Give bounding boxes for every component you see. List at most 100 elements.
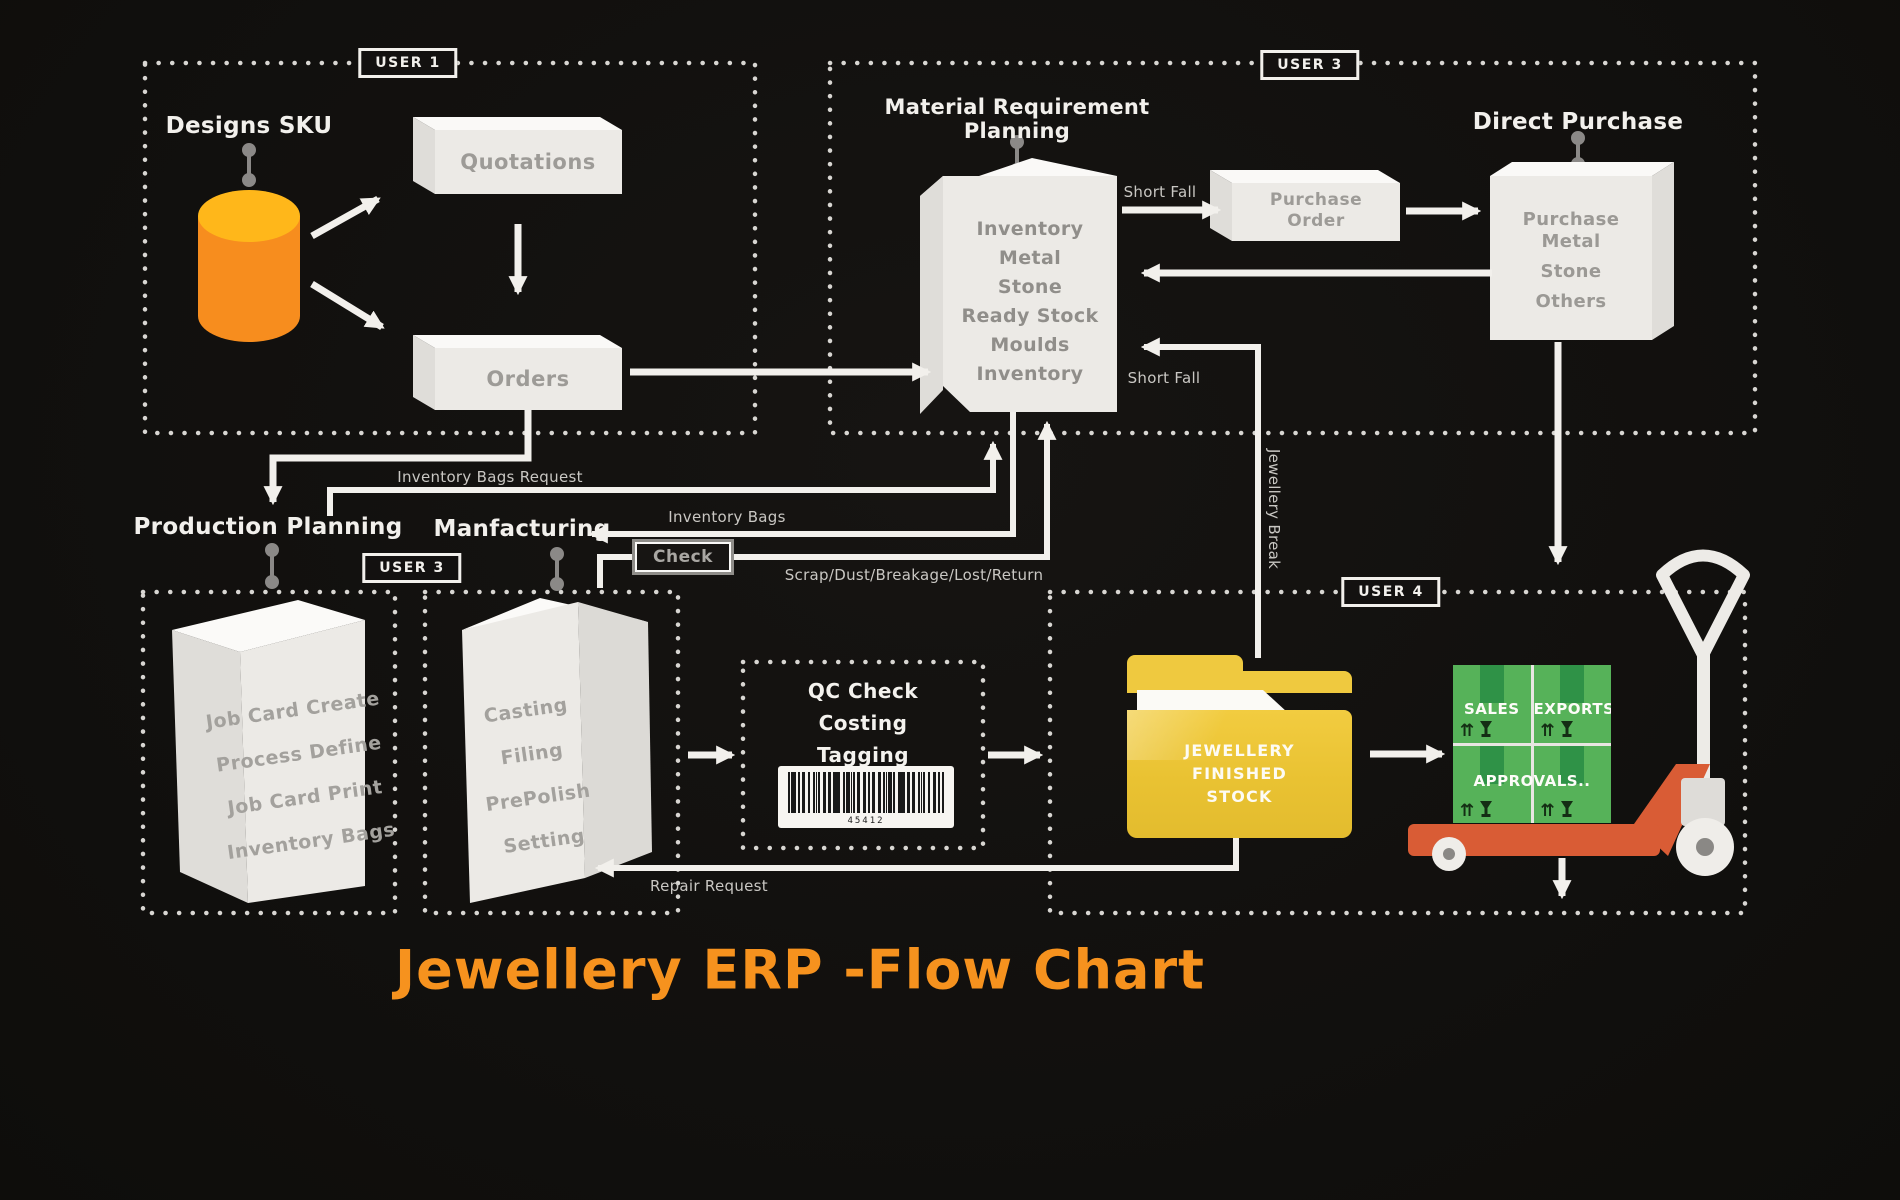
mrp-item: Stone [997, 276, 1063, 298]
this-way-up-icon: ⇈ [1540, 801, 1555, 821]
user4-region-border [1047, 589, 1748, 916]
designs-sku-heading: Designs SKU [165, 113, 333, 139]
direct-purchase-heading: Direct Purchase [1472, 109, 1684, 135]
production-planning-heading: Production Planning [133, 514, 403, 540]
mrp-item: Inventory [976, 218, 1084, 240]
crate-icons: ⇈ [1540, 720, 1574, 741]
user4-label: USER 4 [1341, 577, 1441, 607]
sales-crate-label: SALES [1463, 700, 1520, 718]
folder-tab [1127, 655, 1243, 675]
qc-region-border [740, 659, 986, 851]
arrow-sku-to-quotations [310, 195, 381, 240]
approvals-crate-label: APPROVALS.. [1473, 772, 1591, 790]
orders-box [413, 335, 622, 410]
line-check-to-manufacturing [597, 554, 648, 588]
page-title: Jewellery ERP -Flow Chart [395, 938, 1205, 1002]
fragile-glass-icon [1560, 801, 1573, 817]
purchase-order-line1: Purchase [1269, 190, 1363, 210]
folder-body [1127, 710, 1352, 838]
this-way-up-icon: ⇈ [1460, 801, 1475, 821]
jewellery-break-label: Jewellery Break [1265, 448, 1283, 570]
crate-strap [1479, 745, 1504, 784]
finished-stock-line2: FINISHED [1192, 764, 1287, 783]
mrp-item: Ready Stock [961, 305, 1099, 327]
user1-label: USER 1 [358, 48, 458, 78]
scrap-return-label: Scrap/Dust/Breakage/Lost/Return [784, 566, 1044, 584]
quotations-label: Quotations [460, 150, 596, 174]
sales-crate: SALES ⇈ [1453, 665, 1531, 743]
fragile-glass-icon [1480, 720, 1493, 737]
mrp-heading-line2: Planning [963, 119, 1071, 143]
barcode-number: 45412 [847, 816, 885, 826]
mrp-item: Metal [998, 247, 1062, 269]
qc-line2: Costing [818, 711, 908, 735]
check-label: Check [632, 539, 734, 575]
folder-sheen [1127, 710, 1262, 760]
purchase-order-label: Purchase Order [1270, 190, 1362, 232]
this-way-up-icon: ⇈ [1540, 720, 1555, 741]
crate-icons: ⇈ [1460, 801, 1493, 821]
approvals-crate-left: ⇈ [1453, 745, 1531, 823]
mrp-heading-line1: Material Requirement [884, 95, 1150, 119]
folder-paper [1137, 690, 1287, 712]
approvals-crate-right: ⇈ [1533, 745, 1611, 823]
crate-strap [1479, 665, 1504, 703]
user3-bottom-label: USER 3 [362, 553, 462, 583]
line-inventory-bags-request [327, 440, 1003, 516]
direct-purchase-item: Stone [1540, 261, 1602, 282]
qc-block: QC Check Costing Tagging [808, 675, 918, 771]
direct-purchase-item: Metal [1541, 231, 1601, 252]
finished-stock-label: JEWELLERY FINISHED STOCK [1127, 739, 1352, 808]
crate-strap [1560, 745, 1585, 784]
mrp-box [920, 158, 1117, 414]
purchase-order-line2: Order [1287, 211, 1345, 231]
mrp-item-list: Inventory Metal Stone Ready Stock Moulds… [961, 215, 1098, 389]
orders-label: Orders [486, 367, 570, 391]
exports-crate-label: EXPORTS [1533, 700, 1612, 718]
manufacturing-stack-box [462, 598, 652, 903]
direct-purchase-item-list: Purchase Metal Stone Others [1523, 209, 1620, 313]
direct-purchase-box [1490, 162, 1674, 340]
crate-icons: ⇈ [1460, 720, 1493, 741]
short-fall-top-label: Short Fall [1123, 183, 1197, 201]
repair-request-label: Repair Request [650, 877, 768, 895]
inventory-bags-request-label: Inventory Bags Request [397, 468, 583, 486]
arrow-sku-to-orders [310, 281, 385, 330]
fragile-glass-icon [1560, 720, 1573, 737]
quotations-box [413, 117, 622, 194]
finished-stock-line1: JEWELLERY [1184, 741, 1295, 760]
barcode-bars [788, 772, 944, 813]
mrp-item: Moulds [990, 334, 1070, 356]
mrp-item: Inventory [976, 363, 1084, 385]
finished-stock-folder-icon: JEWELLERY FINISHED STOCK [1127, 655, 1352, 838]
inventory-bags-label: Inventory Bags [668, 508, 786, 526]
production-planning-item-list: Job Card Create Process Define Job Card … [203, 677, 401, 876]
finished-stock-line3: STOCK [1206, 787, 1273, 806]
folder-back [1127, 671, 1352, 693]
crate-strap [1560, 665, 1585, 703]
arrow-orders-to-production-planning [263, 410, 532, 506]
mrp-heading: Material Requirement Planning [885, 95, 1150, 143]
direct-purchase-item: Purchase [1522, 209, 1620, 230]
direct-purchase-item: Others [1535, 291, 1607, 312]
line-scrap-return [720, 420, 1057, 560]
crate-icons: ⇈ [1540, 801, 1574, 821]
purchase-order-box [1210, 170, 1400, 241]
line-repair-request [594, 836, 1239, 878]
line-jewellery-break [1140, 337, 1261, 658]
short-fall-bottom-label: Short Fall [1127, 369, 1201, 387]
designs-sku-database-icon [198, 190, 300, 342]
fragile-glass-icon [1480, 801, 1493, 817]
user3-top-label: USER 3 [1260, 50, 1360, 80]
pallet-jack-icon [1408, 549, 1750, 876]
this-way-up-icon: ⇈ [1460, 720, 1475, 741]
qc-line3: Tagging [816, 743, 910, 767]
line-inventory-bags [588, 412, 1016, 544]
barcode-icon: 45412 [778, 766, 954, 828]
qc-line1: QC Check [807, 679, 919, 703]
production-planning-stack-box [172, 600, 365, 903]
shipping-crates: SALES ⇈ EXPORTS ⇈ ⇈ ⇈ [1453, 665, 1611, 823]
exports-crate: EXPORTS ⇈ [1533, 665, 1612, 743]
